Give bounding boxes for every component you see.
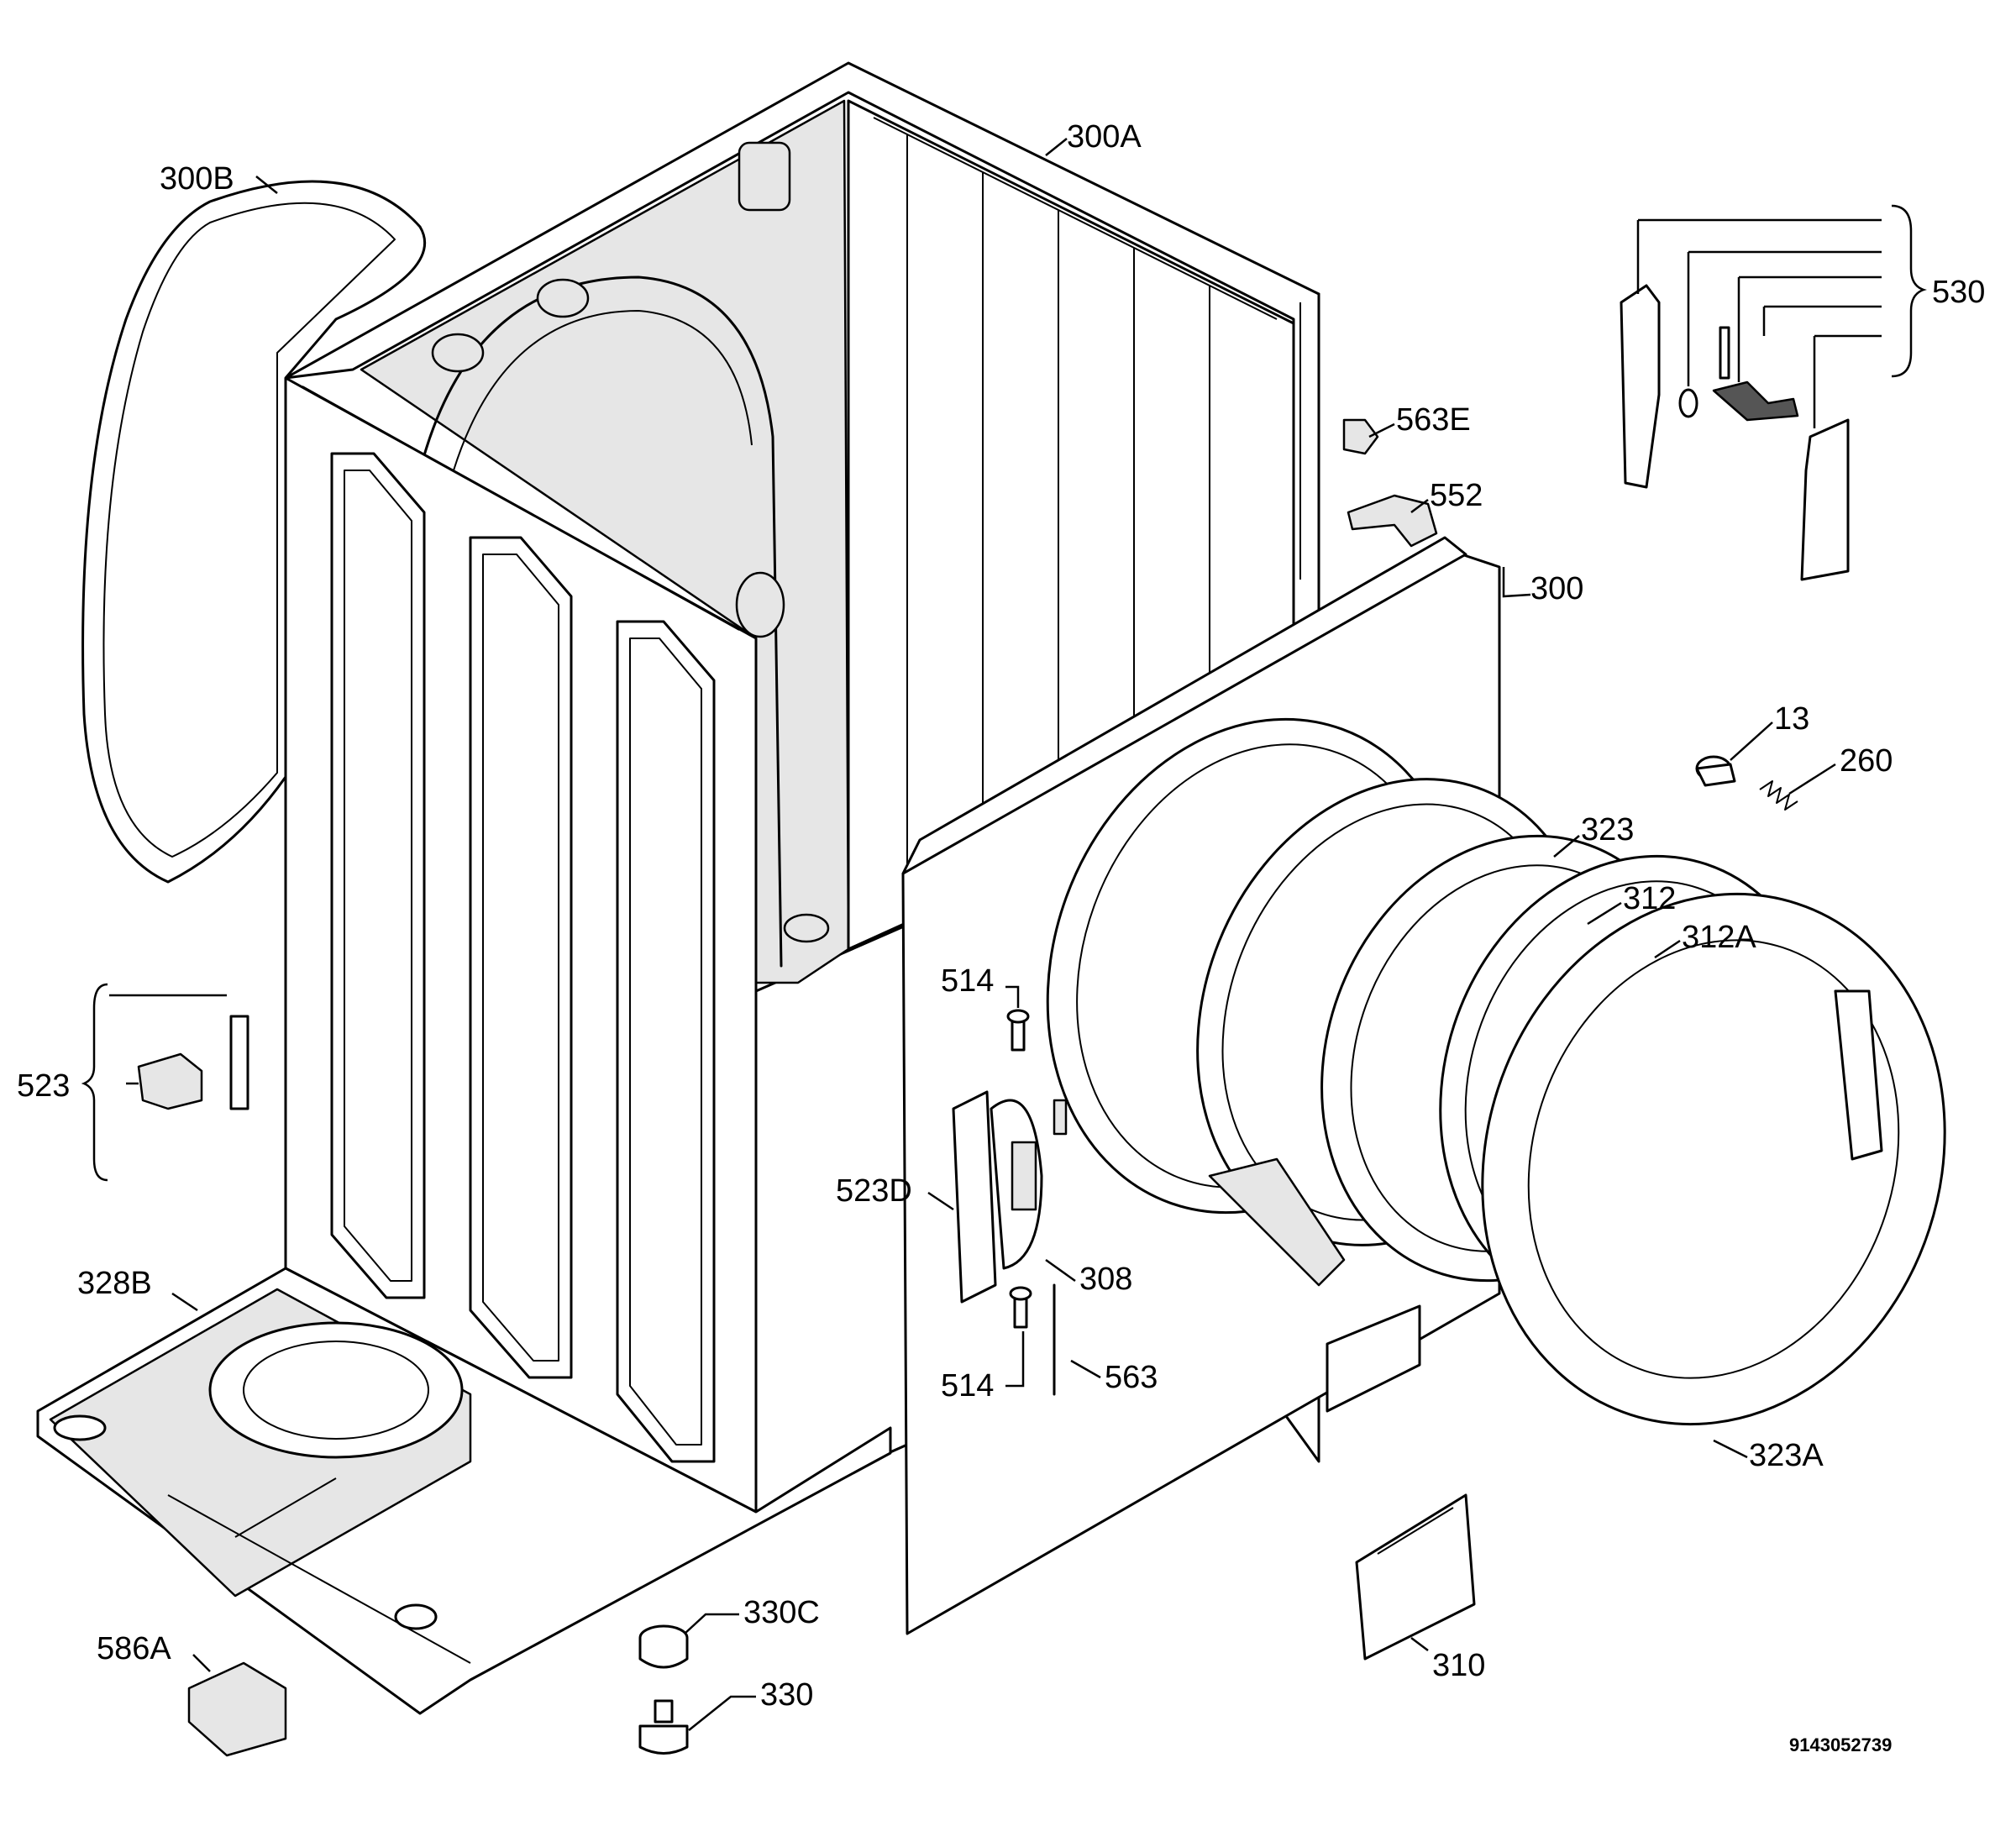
flap-310 [1355, 1493, 1476, 1661]
label-308: 308 [1079, 1262, 1132, 1297]
label-323A: 323A [1749, 1438, 1824, 1473]
clip-586A [187, 1661, 287, 1757]
label-552: 552 [1430, 478, 1483, 513]
lock-plate-523D [952, 1090, 997, 1304]
screw-514-top [1006, 1009, 1030, 1052]
screw-514-bottom [1009, 1286, 1032, 1329]
label-563E: 563E [1396, 402, 1471, 438]
label-514-bottom: 514 [941, 1368, 994, 1404]
label-328B: 328B [77, 1266, 152, 1301]
hinge-assembly-530 [1620, 284, 1850, 581]
foot-330 [638, 1699, 689, 1755]
foot-nut-330C [638, 1624, 689, 1669]
label-310: 310 [1432, 1648, 1485, 1683]
label-300A: 300A [1067, 119, 1142, 155]
leader-lines [81, 138, 1927, 1731]
door-outer-ring-323A [1481, 892, 1946, 1426]
label-312: 312 [1623, 881, 1676, 916]
label-523D: 523D [836, 1173, 912, 1209]
document-id: 9143052739 [1789, 1734, 1892, 1755]
clip-563E [1342, 418, 1379, 455]
label-514-top: 514 [941, 963, 994, 999]
label-330C: 330C [743, 1595, 820, 1630]
label-563: 563 [1105, 1360, 1158, 1395]
label-300B: 300B [160, 161, 234, 197]
label-260: 260 [1840, 743, 1893, 779]
bracket-552 [1347, 494, 1438, 548]
interlock-523 [137, 1015, 249, 1110]
label-586A: 586A [97, 1631, 171, 1666]
label-13: 13 [1774, 701, 1809, 737]
rear-cover-300B [81, 180, 427, 884]
cap-13 [1695, 755, 1736, 787]
label-300: 300 [1530, 571, 1583, 606]
side-panel-left [284, 376, 758, 1514]
label-330: 330 [760, 1677, 813, 1713]
label-312A: 312A [1682, 920, 1756, 955]
spring-260 [1759, 780, 1798, 811]
hinge-308 [990, 1099, 1043, 1270]
label-523: 523 [17, 1068, 70, 1104]
label-530: 530 [1932, 275, 1985, 310]
label-323: 323 [1581, 812, 1634, 847]
base-frame-328B [36, 1267, 892, 1715]
callout-labels: 300A 300B 530 563E 552 300 13 260 323 31… [17, 119, 1985, 1755]
